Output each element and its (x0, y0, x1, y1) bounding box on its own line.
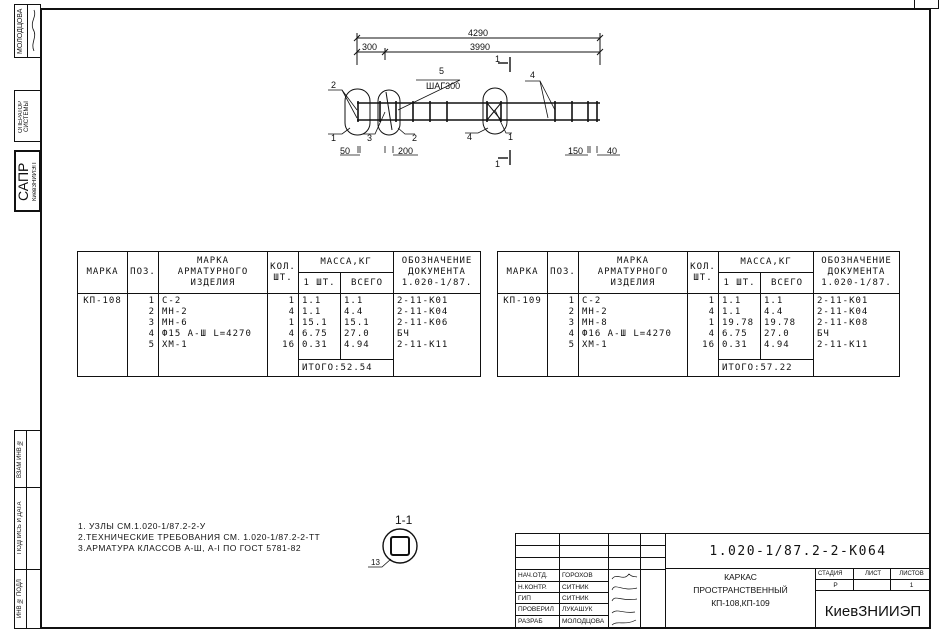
callout-3: 3 (367, 133, 372, 143)
total-cell: ИТОГО:52.54 (298, 359, 394, 377)
operator-stamp: МОЛОДЦОВА (14, 4, 41, 58)
col-doc: ОБОЗНАЧЕНИЕ ДОКУМЕНТА 1.020-1/87. (393, 251, 481, 294)
section-mark-top: 1 (495, 54, 500, 64)
dim-50: 50 (340, 146, 350, 156)
col-qty: КОЛ. ШТ. (267, 251, 299, 294)
col-poz: ПОЗ. (547, 251, 579, 294)
section-1-1 (368, 528, 418, 568)
signatures (609, 570, 641, 628)
callout-4b: 4 (530, 70, 535, 80)
title-line-2: ПРОСТРАНСТВЕННЫЙ (693, 585, 788, 595)
name-2: СИТНИК (560, 582, 609, 593)
section-callout: 13 (371, 558, 380, 567)
col-qty: КОЛ. ШТ. (687, 251, 719, 294)
organization: КиевЗНИИЭП (824, 603, 922, 620)
col-item: МАРКА АРМАТУРНОГО ИЗДЕЛИЯ (158, 251, 268, 294)
role-gip: ГИП (516, 593, 560, 604)
dim-main: 3990 (470, 42, 490, 52)
inventory-stamp: ИНВ № ПОДЛ ПОДПИСЬ И ДАТА ВЗАМ ИНВ № (14, 430, 41, 629)
name-1: ГОРОХОВ (560, 570, 609, 582)
sheets-label: ЛИСТОВ (891, 569, 930, 580)
dim-total: 4290 (468, 28, 488, 38)
col-poz: ПОЗ. (127, 251, 159, 294)
dim-200: 200 (398, 146, 413, 156)
section-mark-bottom: 1 (495, 159, 500, 169)
marka-cell: КП-109 (497, 293, 548, 377)
dim-left: 300 (362, 42, 377, 52)
detail-ovals (344, 87, 508, 136)
col-mass-one: 1 ШТ. (298, 272, 341, 294)
operator-signature (31, 9, 36, 52)
callout-4a: 4 (467, 132, 472, 142)
callout-2b: 2 (412, 133, 417, 143)
section-cut-marks (498, 57, 511, 165)
leader-lines (328, 79, 620, 156)
title-block: НАЧ.ОТД. Н.КОНТР. ГИП ПРОВЕРИЛ РАЗРАБ ГО… (515, 533, 931, 629)
pos-5-label: 5 (439, 66, 444, 76)
col-marka: МАРКА (77, 251, 128, 294)
title-line-3: КП-108,КП-109 (711, 598, 770, 608)
role-proveril: ПРОВЕРИЛ (516, 604, 560, 616)
spec-table-kp108: МАРКА ПОЗ. МАРКА АРМАТУРНОГО ИЗДЕЛИЯ КОЛ… (77, 251, 481, 377)
col-mass-all: ВСЕГО (760, 272, 814, 294)
col-marka: МАРКА (497, 251, 548, 294)
col-mass: МАССА,КГ (718, 251, 814, 273)
name-5: МОЛОДЦОВА (560, 616, 609, 628)
col-doc: ОБОЗНАЧЕНИЕ ДОКУМЕНТА 1.020-1/87. (813, 251, 900, 294)
col-item: МАРКА АРМАТУРНОГО ИЗДЕЛИЯ (578, 251, 688, 294)
step-label: ШАГ300 (426, 81, 460, 91)
col-mass-all: ВСЕГО (340, 272, 394, 294)
col-mass-one: 1 ШТ. (718, 272, 761, 294)
total-cell: ИТОГО:57.22 (718, 359, 814, 377)
marka-cell: КП-108 (77, 293, 128, 377)
operator-label-box: ОПЕРАТОР СИСТЕМЫ (14, 90, 41, 142)
dim-40: 40 (607, 146, 617, 156)
dimension-lines (353, 33, 604, 65)
stage-label: СТАДИЯ (816, 569, 854, 580)
stage-value: Р (816, 580, 854, 591)
sheets-value: 1 (891, 580, 930, 591)
section-title: 1-1 (395, 513, 413, 527)
stirrups (357, 91, 598, 131)
callout-1a: 1 (331, 133, 336, 143)
title-line-1: КАРКАС (724, 572, 757, 582)
general-notes: 1. УЗЛЫ СМ.1.020-1/87.2-2-У 2.ТЕХНИЧЕСКИ… (78, 521, 320, 554)
drawing-frame (40, 8, 931, 629)
name-4: ЛУКАШУК (560, 604, 609, 616)
sheet-label: ЛИСТ (854, 569, 891, 580)
role-razrab: РАЗРАБ (516, 616, 560, 628)
spec-table-kp109: МАРКА ПОЗ. МАРКА АРМАТУРНОГО ИЗДЕЛИЯ КОЛ… (497, 251, 900, 377)
document-code: 1.020-1/87.2-2-К064 (666, 534, 930, 569)
note-3: 3.АРМАТУРА КЛАССОВ А-Ш, А-I ПО ГОСТ 5781… (78, 543, 302, 553)
note-1: 1. УЗЛЫ СМ.1.020-1/87.2-2-У (78, 521, 206, 531)
rebar-bars (357, 102, 600, 121)
drawing-title: КАРКАС ПРОСТРАНСТВЕННЫЙ КП-108,КП-109 (666, 569, 816, 628)
name-3: СИТНИК (560, 593, 609, 604)
sheet-value (854, 580, 891, 591)
sapr-stamp: САПР КиевЗНИИЭП (14, 150, 41, 212)
col-mass: МАССА,КГ (298, 251, 394, 273)
dim-150: 150 (568, 146, 583, 156)
role-n-kontr: Н.КОНТР. (516, 582, 560, 593)
callout-2a: 2 (331, 80, 336, 90)
note-2: 2.ТЕХНИЧЕСКИЕ ТРЕБОВАНИЯ СМ. 1.020-1/87.… (78, 532, 321, 542)
role-nach-otd: НАЧ.ОТД. (516, 570, 560, 582)
callout-1b: 1 (508, 132, 513, 142)
